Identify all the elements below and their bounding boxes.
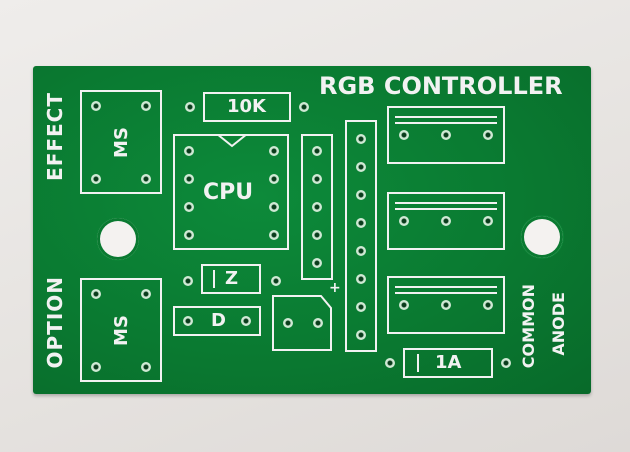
- effect-label: EFFECT: [43, 92, 67, 181]
- header-right: [345, 120, 377, 352]
- pad: [312, 146, 322, 156]
- transistor-2: [387, 192, 505, 250]
- cpu-label: CPU: [203, 180, 254, 205]
- ms-switch-bottom: MS: [80, 278, 162, 382]
- pad: [312, 202, 322, 212]
- pad: [399, 216, 409, 226]
- fuse-band: [417, 354, 419, 372]
- pad: [483, 216, 493, 226]
- pad: [356, 274, 366, 284]
- pad: [441, 216, 451, 226]
- pad: [283, 318, 293, 328]
- resistor-10k: 10K: [203, 92, 291, 122]
- tab-line: [395, 208, 497, 210]
- pcb-board: RGB CONTROLLER EFFECT OPTION MS MS 10K: [33, 66, 591, 394]
- cpu-outline: CPU: [173, 134, 289, 250]
- mounting-hole-right: [521, 216, 563, 258]
- ms-top-label: MS: [110, 127, 132, 158]
- pad: [184, 202, 194, 212]
- cpu-notch: [217, 134, 247, 148]
- pad: [184, 174, 194, 184]
- pad: [356, 190, 366, 200]
- pad: [385, 358, 395, 368]
- plus-label: +: [329, 280, 341, 296]
- pad: [313, 318, 323, 328]
- pad: [483, 300, 493, 310]
- pad: [271, 276, 281, 286]
- pad: [299, 102, 309, 112]
- pad: [241, 316, 251, 326]
- header-left: [301, 134, 333, 280]
- pad: [269, 230, 279, 240]
- transistor-3: [387, 276, 505, 334]
- pad: [312, 174, 322, 184]
- pad: [269, 202, 279, 212]
- tab-line: [395, 202, 497, 204]
- pad: [356, 330, 366, 340]
- ms-bottom-label: MS: [110, 315, 132, 346]
- zener-band: [213, 270, 215, 288]
- pad: [356, 218, 366, 228]
- pad: [269, 174, 279, 184]
- diode-label: D: [211, 310, 226, 331]
- pad: [183, 276, 193, 286]
- pad: [356, 162, 366, 172]
- tab-line: [395, 116, 497, 118]
- tab-line: [395, 292, 497, 294]
- tab-line: [395, 122, 497, 124]
- pad: [269, 146, 279, 156]
- pad: [356, 246, 366, 256]
- pad: [91, 101, 101, 111]
- pad: [184, 146, 194, 156]
- zener-diode: Z: [201, 264, 261, 294]
- pad: [141, 174, 151, 184]
- option-label: OPTION: [43, 276, 67, 369]
- pad: [141, 289, 151, 299]
- pad: [356, 134, 366, 144]
- anode-label: ANODE: [549, 292, 568, 356]
- pad: [441, 300, 451, 310]
- board-title: RGB CONTROLLER: [319, 72, 563, 100]
- diode-outline: D: [173, 306, 261, 336]
- pad: [399, 300, 409, 310]
- capacitor-outline: [272, 295, 332, 351]
- zener-label: Z: [225, 268, 239, 289]
- pad: [399, 130, 409, 140]
- fuse-label: 1A: [435, 352, 462, 373]
- pad: [483, 130, 493, 140]
- tab-line: [395, 286, 497, 288]
- ms-switch-top: MS: [80, 90, 162, 194]
- pad: [91, 289, 101, 299]
- pad: [184, 230, 194, 240]
- transistor-1: [387, 106, 505, 164]
- fuse-1a: 1A: [403, 348, 493, 378]
- resistor-label: 10K: [227, 96, 266, 117]
- mounting-hole-left: [97, 218, 139, 260]
- common-label: COMMON: [519, 284, 538, 369]
- pad: [441, 130, 451, 140]
- pad: [183, 316, 193, 326]
- pad: [91, 362, 101, 372]
- pad: [312, 258, 322, 268]
- pad: [356, 302, 366, 312]
- pad: [501, 358, 511, 368]
- pad: [141, 101, 151, 111]
- pad: [141, 362, 151, 372]
- pad: [91, 174, 101, 184]
- pad: [312, 230, 322, 240]
- pad: [185, 102, 195, 112]
